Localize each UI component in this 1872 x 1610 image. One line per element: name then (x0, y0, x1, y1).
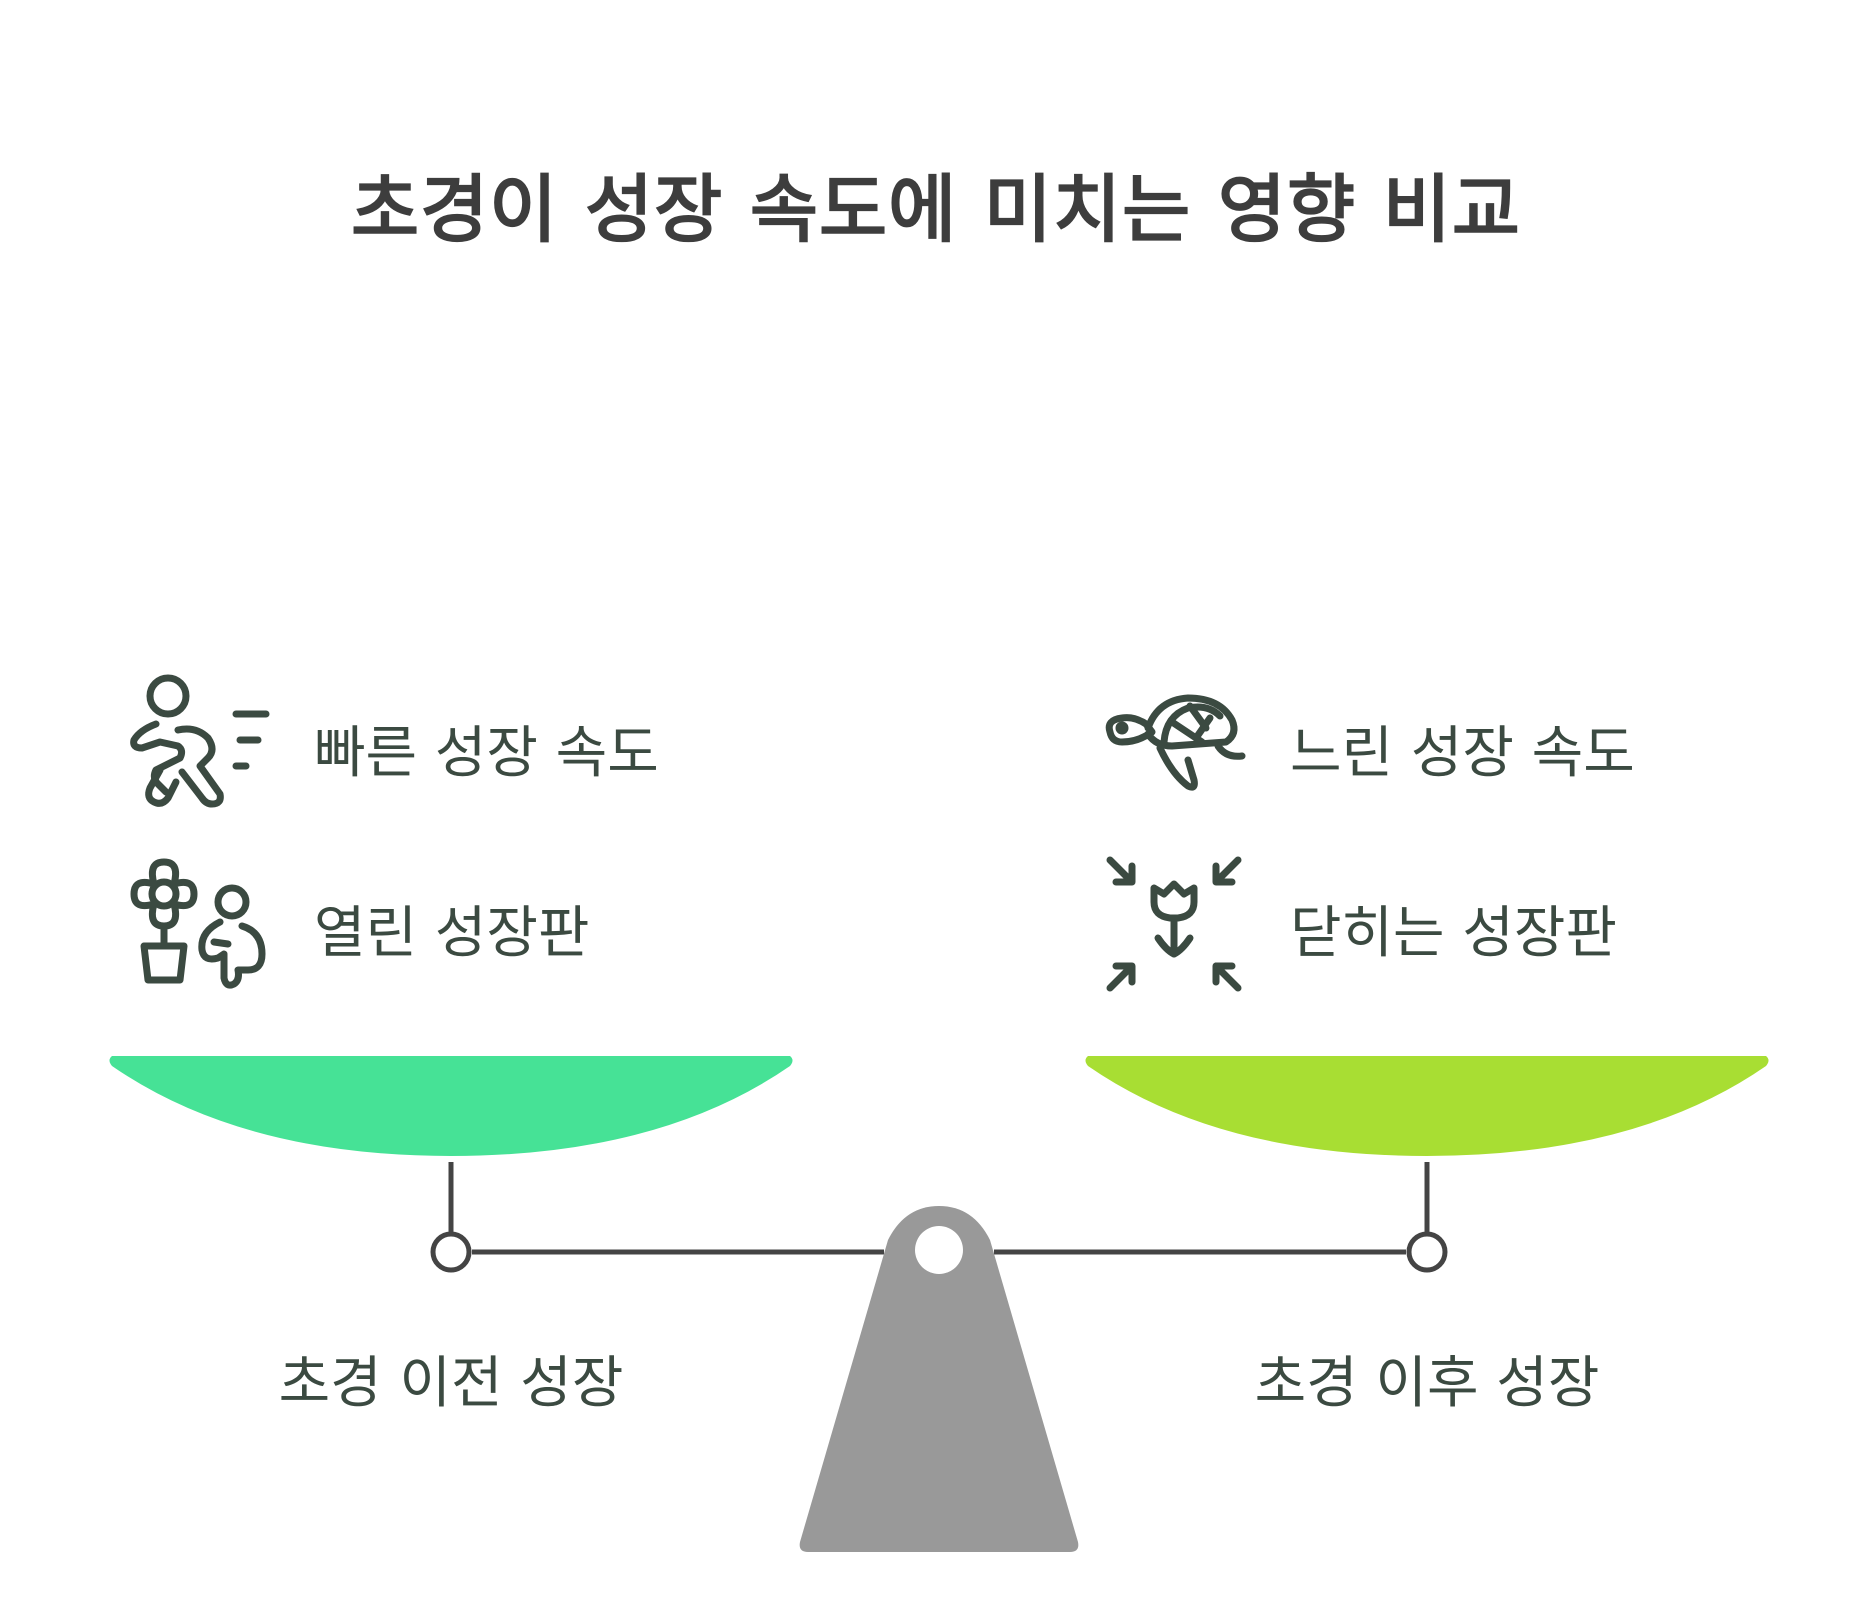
left-pivot (430, 1231, 472, 1273)
running-person-icon (130, 674, 270, 808)
fast-growth-label: 빠른 성장 속도 (314, 721, 659, 786)
slow-growth-label: 느린 성장 속도 (1290, 721, 1635, 786)
right-pivot (1406, 1231, 1448, 1273)
fulcrum (799, 1206, 1079, 1552)
open-growth-plate-label: 열린 성장판 (314, 901, 590, 966)
shrinking-flower-icon (1106, 856, 1242, 992)
page-title: 초경이 성장 속도에 미치는 영향 비교 (350, 167, 1521, 253)
turtle-icon (1105, 694, 1246, 791)
fulcrum-hole (915, 1226, 963, 1274)
flower-child-icon (130, 858, 266, 989)
left-pan (109, 1056, 793, 1156)
before-menarche-label: 초경 이전 성장 (278, 1351, 624, 1416)
right-pan (1085, 1056, 1769, 1156)
after-menarche-label: 초경 이후 성장 (1254, 1351, 1600, 1416)
closing-growth-plate-label: 닫히는 성장판 (1290, 901, 1617, 966)
